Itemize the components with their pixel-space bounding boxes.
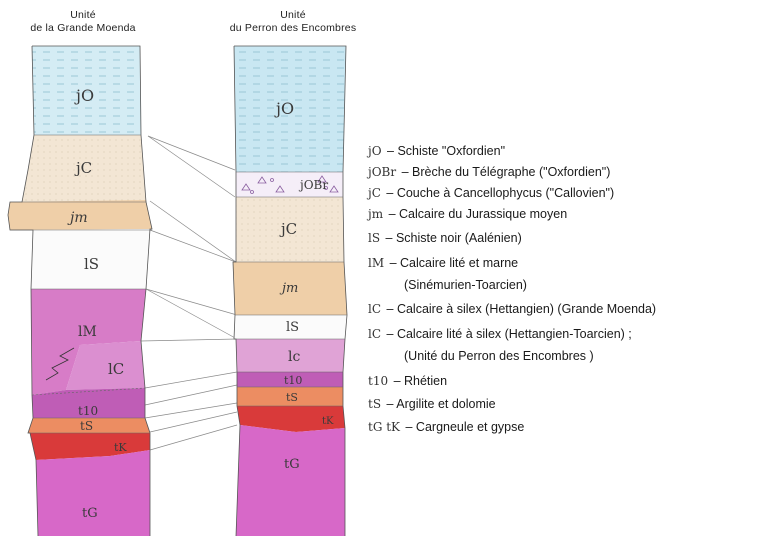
unit-label: tG xyxy=(284,457,300,472)
legend-text: – Couche à Cancellophycus ("Callovien") xyxy=(386,186,614,200)
legend-text: – Calcaire du Jurassique moyen xyxy=(389,207,568,221)
legend-text: – Rhétien xyxy=(394,374,448,388)
unit-label: lC xyxy=(108,360,124,378)
legend-item: jO – Schiste "Oxfordien" xyxy=(368,144,505,158)
unit-label: jO xyxy=(274,99,294,118)
legend-symbol: lC xyxy=(368,302,381,316)
legend-text: – Calcaire lité à silex (Hettangien-Toar… xyxy=(387,327,632,341)
unit-label: tK xyxy=(322,416,334,427)
legend-item: tG tK – Cargneule et gypse xyxy=(368,420,524,434)
unit-label: lS xyxy=(286,320,299,335)
legend-symbol: jC xyxy=(368,186,381,200)
unit-label: jC xyxy=(74,159,92,177)
legend-item: jC – Couche à Cancellophycus ("Callovien… xyxy=(368,186,614,200)
legend-item: lC – Calcaire à silex (Hettangien) (Gran… xyxy=(368,302,656,316)
legend-text: – Calcaire à silex (Hettangien) (Grande … xyxy=(387,302,657,316)
legend-text: – Calcaire lité et marne xyxy=(390,256,519,270)
legend-text: – Schiste noir (Aalénien) xyxy=(386,231,522,245)
unit-label: tS xyxy=(286,391,298,404)
legend-symbol: lM xyxy=(368,256,384,270)
legend-item: lM – Calcaire lité et marne xyxy=(368,256,518,270)
legend-item-continued: (Unité du Perron des Encombres ) xyxy=(402,349,594,363)
legend-text: (Sinémurien-Toarcien) xyxy=(404,278,527,292)
unit-label: lS xyxy=(84,255,99,273)
unit-tG xyxy=(36,450,150,536)
legend-item: lS – Schiste noir (Aalénien) xyxy=(368,231,522,245)
legend-symbol: t10 xyxy=(368,374,388,388)
unit-label: tK xyxy=(114,441,127,454)
legend-symbol: lC xyxy=(368,327,381,341)
unit-label: t10 xyxy=(284,374,302,387)
unit-label: tG xyxy=(82,506,98,521)
unit-label: jm xyxy=(67,210,88,226)
unit-label: t10 xyxy=(78,404,98,418)
legend-item: t10 – Rhétien xyxy=(368,374,447,388)
legend-symbol: jO xyxy=(368,144,382,158)
legend-text: – Schiste "Oxfordien" xyxy=(387,144,505,158)
legend-item: jm – Calcaire du Jurassique moyen xyxy=(368,207,567,221)
legend-item: lC – Calcaire lité à silex (Hettangien-T… xyxy=(368,327,632,341)
legend-text: – Argilite et dolomie xyxy=(387,397,496,411)
correlation-lines xyxy=(141,136,237,450)
unit-label: lc xyxy=(288,349,300,365)
unit-label: jO xyxy=(74,86,94,105)
unit-tG xyxy=(236,425,345,536)
legend-item-continued: (Sinémurien-Toarcien) xyxy=(402,278,527,292)
legend-symbol: tS xyxy=(368,397,381,411)
unit-label: jOBr xyxy=(298,178,328,192)
legend-text: – Brèche du Télégraphe ("Oxfordien") xyxy=(402,165,611,179)
column-grande-moenda xyxy=(8,46,152,536)
legend-symbol: tG tK xyxy=(368,420,400,434)
legend-text: – Cargneule et gypse xyxy=(406,420,525,434)
legend-symbol: lS xyxy=(368,231,380,245)
legend-text: (Unité du Perron des Encombres ) xyxy=(404,349,594,363)
legend-symbol: jOBr xyxy=(368,165,396,179)
legend-symbol: jm xyxy=(368,207,383,221)
unit-label: tS xyxy=(80,419,93,433)
legend-item: tS – Argilite et dolomie xyxy=(368,397,496,411)
legend-item: jOBr – Brèche du Télégraphe ("Oxfordien"… xyxy=(368,165,610,179)
unit-label: lM xyxy=(78,324,97,340)
unit-label: jC xyxy=(279,220,297,238)
unit-label: jm xyxy=(279,281,298,296)
